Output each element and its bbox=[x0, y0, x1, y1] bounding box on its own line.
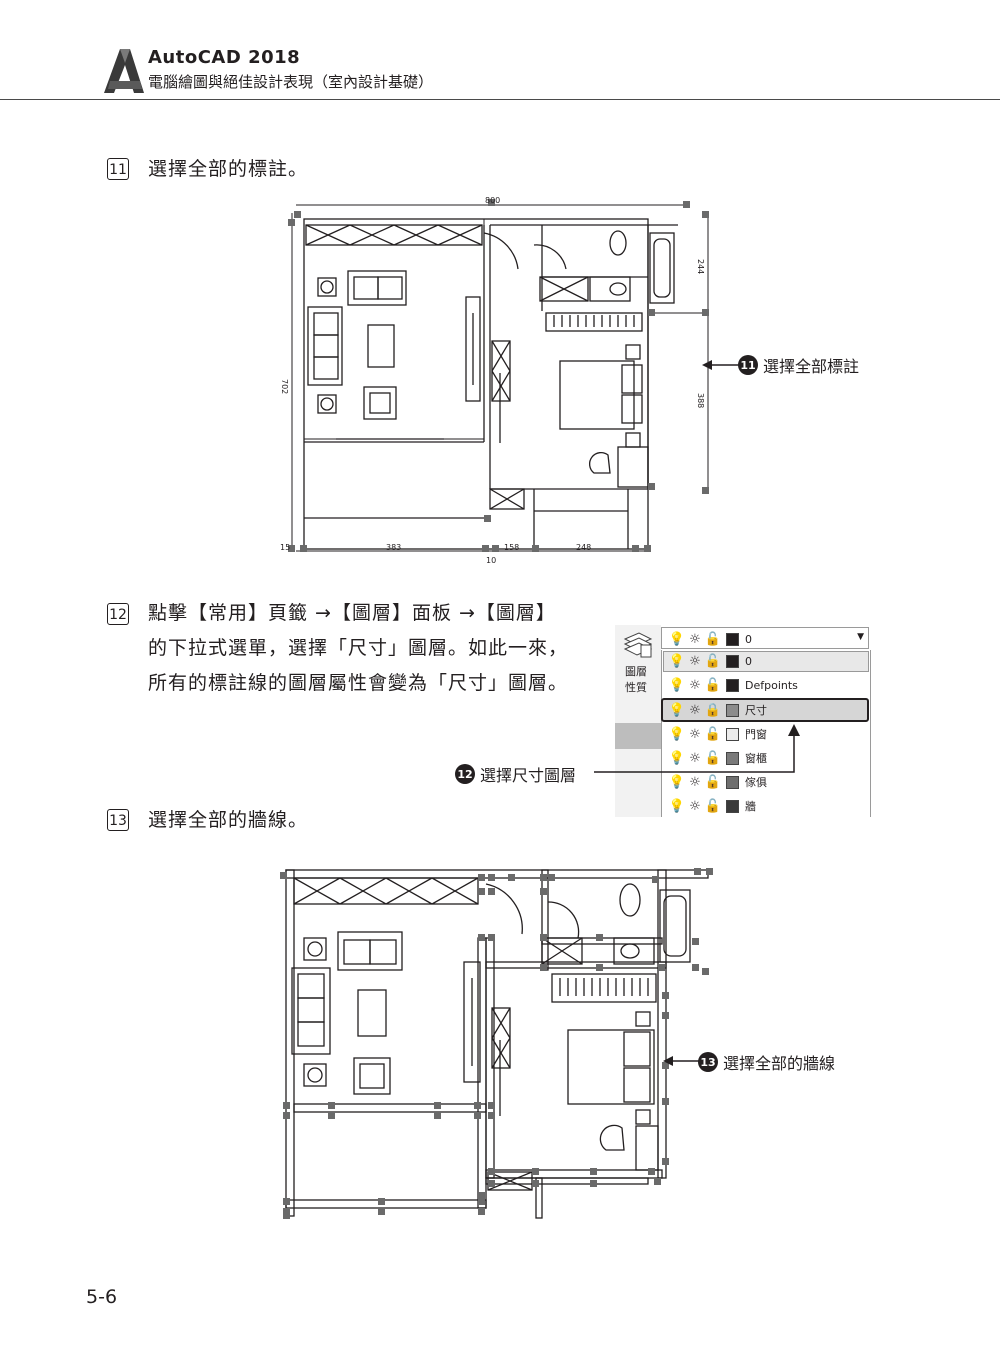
color-swatch bbox=[726, 775, 739, 789]
unlock-icon: 🔓 bbox=[704, 750, 722, 766]
layer-row-defpoints[interactable]: 💡☼🔓 Defpoints bbox=[668, 674, 798, 696]
chevron-down-icon[interactable]: ▼ bbox=[857, 632, 864, 642]
dim-bottom-e: 10 bbox=[486, 556, 496, 565]
autocad-logo-icon bbox=[104, 49, 144, 93]
row-highlight-0 bbox=[663, 651, 869, 672]
lock-icon: 🔒 bbox=[704, 702, 722, 718]
layer-name: 尺寸 bbox=[745, 704, 767, 717]
page-number: 5-6 bbox=[86, 1286, 118, 1308]
bulb-icon: 💡 bbox=[668, 798, 686, 814]
floor-plan-walls-selected[interactable] bbox=[278, 862, 718, 1226]
step-text-13: 選擇全部的牆線。 bbox=[148, 809, 309, 831]
dim-right-top: 244 bbox=[696, 259, 705, 274]
layer-properties-label-1: 圖層 bbox=[625, 665, 647, 678]
dim-top: 800 bbox=[485, 196, 500, 205]
step-number-13: 13 bbox=[107, 809, 129, 831]
callout-12: 12 選擇尺寸圖層 bbox=[455, 762, 576, 786]
unlock-icon: 🔓 bbox=[704, 798, 722, 814]
callout-badge-13: 13 bbox=[698, 1052, 718, 1072]
step-text-12-line-2: 的下拉式選單，選擇「尺寸」圖層。如此一來， bbox=[148, 637, 569, 659]
dim-left: 702 bbox=[280, 379, 289, 394]
bulb-icon: 💡 bbox=[668, 631, 686, 647]
dim-bottom-c: 158 bbox=[504, 543, 519, 552]
sun-icon: ☼ bbox=[689, 726, 701, 742]
bulb-icon: 💡 bbox=[668, 774, 686, 790]
sun-icon: ☼ bbox=[689, 774, 701, 790]
unlock-icon: 🔓 bbox=[704, 653, 722, 669]
layer-row-dimension[interactable]: 💡☼🔒 尺寸 bbox=[668, 699, 767, 721]
book-subtitle: 電腦繪圖與絕佳設計表現（室內設計基礎） bbox=[148, 73, 434, 91]
color-swatch bbox=[726, 632, 739, 646]
layer-name: 0 bbox=[745, 654, 752, 668]
layer-row-doors[interactable]: 💡☼🔓 門窗 bbox=[668, 723, 767, 745]
callout-badge-12: 12 bbox=[455, 764, 475, 784]
callout-13: 13 選擇全部的牆線 bbox=[698, 1050, 835, 1074]
sun-icon: ☼ bbox=[689, 798, 701, 814]
callout-arrow-11 bbox=[702, 360, 742, 370]
layer-row-furniture[interactable]: 💡☼🔓 傢俱 bbox=[668, 771, 767, 793]
callout-11: 11 選擇全部標註 bbox=[738, 353, 859, 377]
layer-name: 牆 bbox=[745, 800, 756, 813]
layer-name: 傢俱 bbox=[745, 776, 767, 789]
layer-row-cabinet[interactable]: 💡☼🔓 窗櫃 bbox=[668, 747, 767, 769]
callout-text-13: 選擇全部的牆線 bbox=[723, 1054, 836, 1073]
header-divider bbox=[0, 99, 1000, 100]
layer-properties-pane: 圖層 性質 bbox=[615, 625, 661, 817]
sun-icon: ☼ bbox=[689, 750, 701, 766]
callout-arrow-12 bbox=[594, 724, 800, 773]
unlock-icon: 🔓 bbox=[704, 774, 722, 790]
step-text-12-line-1: 點擊【常用】頁籤 →【圖層】面板 →【圖層】 bbox=[148, 602, 556, 624]
dim-bottom-b: 383 bbox=[386, 543, 401, 552]
bulb-icon: 💡 bbox=[668, 702, 686, 718]
bulb-icon: 💡 bbox=[668, 726, 686, 742]
callout-badge-11: 11 bbox=[738, 355, 758, 375]
current-layer-name: 0 bbox=[745, 632, 752, 646]
sun-icon: ☼ bbox=[689, 677, 701, 693]
callout-text-12: 選擇尺寸圖層 bbox=[480, 766, 577, 785]
bulb-icon: 💡 bbox=[668, 750, 686, 766]
panel-gray-strip bbox=[615, 723, 661, 749]
unlock-icon: 🔓 bbox=[704, 726, 722, 742]
layer-row-wall[interactable]: 💡☼🔓 牆 bbox=[668, 795, 756, 817]
color-swatch bbox=[726, 703, 739, 717]
step-text-11: 選擇全部的標註。 bbox=[148, 158, 309, 180]
layer-row-0[interactable]: 💡☼🔓 0 bbox=[668, 650, 752, 672]
layer-list: 💡☼🔓 0 💡☼🔓 Defpoints 💡☼🔒 尺寸 💡☼🔓 門窗 💡☼🔓 窗櫃 bbox=[661, 650, 871, 817]
layer-name: Defpoints bbox=[745, 678, 798, 692]
layer-name: 窗櫃 bbox=[745, 752, 767, 765]
floor-plan-dimensions-selected[interactable]: 800 702 244 388 15 383 158 248 10 bbox=[278, 193, 718, 565]
sun-icon: ☼ bbox=[689, 653, 701, 669]
color-swatch bbox=[726, 727, 739, 741]
step-text-12-line-3: 所有的標註線的圖層屬性會變為「尺寸」圖層。 bbox=[148, 672, 569, 694]
layer-properties-label-2: 性質 bbox=[625, 681, 647, 694]
dim-right-bottom: 388 bbox=[696, 393, 705, 408]
sun-icon: ☼ bbox=[689, 702, 701, 718]
unlock-icon: 🔓 bbox=[704, 631, 722, 647]
step-number-12: 12 bbox=[107, 603, 129, 625]
layer-panel: 圖層 性質 💡 ☼ 🔓 0 ▼ 💡☼🔓 0 💡☼🔓 Defpoints 💡☼🔒 bbox=[615, 625, 871, 817]
layer-name: 門窗 bbox=[745, 728, 767, 741]
color-swatch bbox=[726, 751, 739, 765]
plan1-outer-wall bbox=[303, 218, 649, 550]
bulb-icon: 💡 bbox=[668, 677, 686, 693]
row-highlight-selected bbox=[663, 700, 867, 720]
unlock-icon: 🔓 bbox=[704, 677, 722, 693]
selection-highlight-box bbox=[661, 698, 869, 722]
callout-arrow-13 bbox=[663, 1056, 703, 1066]
dim-bottom-a: 15 bbox=[280, 543, 290, 552]
callout-text-11: 選擇全部標註 bbox=[763, 357, 860, 376]
dim-bottom-d: 248 bbox=[576, 543, 591, 552]
bulb-icon: 💡 bbox=[668, 653, 686, 669]
color-swatch bbox=[726, 799, 739, 813]
dropdown-current: 💡 ☼ 🔓 0 bbox=[668, 628, 752, 650]
layer-dropdown[interactable]: 💡 ☼ 🔓 0 ▼ bbox=[661, 627, 869, 649]
layer-properties-icon[interactable] bbox=[623, 629, 653, 659]
sun-icon: ☼ bbox=[689, 631, 701, 647]
step-number-11: 11 bbox=[107, 158, 129, 180]
color-swatch bbox=[726, 654, 739, 668]
color-swatch bbox=[726, 678, 739, 692]
book-title: AutoCAD 2018 bbox=[148, 47, 301, 68]
